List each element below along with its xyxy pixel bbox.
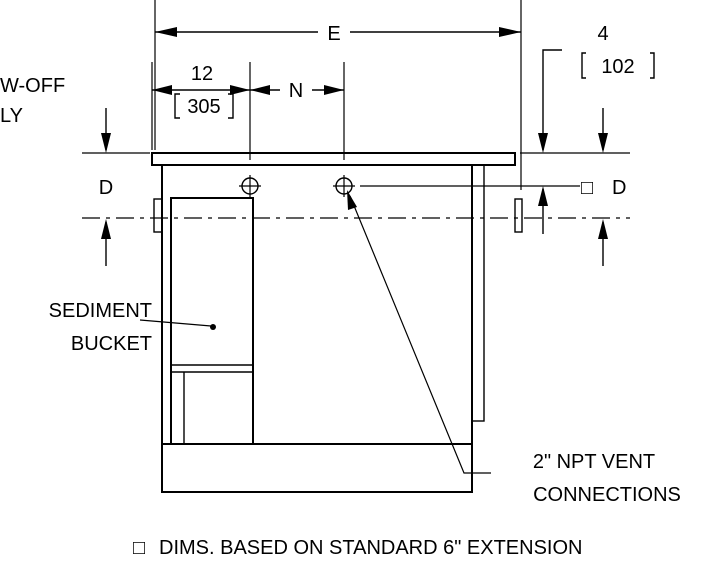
leader-dot — [210, 324, 216, 330]
dim-12-label: 12 — [191, 63, 213, 85]
dim-4-label: 4 — [597, 23, 608, 45]
dimension-d-right: □ D — [538, 177, 626, 266]
dimension-e: E — [154, 0, 522, 190]
sediment-label-line2: BUCKET — [71, 333, 152, 355]
vent-label-line1: 2" NPT VENT — [533, 451, 655, 473]
vent-connections — [239, 175, 491, 474]
note-text: DIMS. BASED ON STANDARD 6" EXTENSION — [159, 537, 582, 559]
dim-n-label: N — [289, 80, 303, 102]
dimension-12: 12 305 — [151, 62, 251, 160]
dim-102-label: 102 — [601, 56, 634, 78]
blowoff-label-line2: LY — [0, 105, 23, 127]
dimension-4: 4 102 — [538, 23, 655, 153]
note-square-symbol: □ — [133, 537, 145, 559]
sediment-bucket — [139, 197, 254, 445]
dimension-d-left: D — [99, 108, 113, 266]
dimension-n: N — [250, 62, 345, 160]
dim-d-right-label: D — [612, 177, 626, 199]
sediment-label-line1: SEDIMENT — [49, 300, 152, 322]
vent-label-line2: CONNECTIONS — [533, 484, 681, 506]
dim-e-label: E — [327, 23, 340, 45]
tank-body — [151, 152, 523, 493]
note: □ DIMS. BASED ON STANDARD 6" EXTENSION — [133, 537, 582, 559]
blowoff-label-line1: W-OFF — [0, 75, 65, 97]
square-symbol-d: □ — [581, 177, 593, 199]
dim-d-left-label: D — [99, 177, 113, 199]
dim-305-label: 305 — [187, 96, 220, 118]
